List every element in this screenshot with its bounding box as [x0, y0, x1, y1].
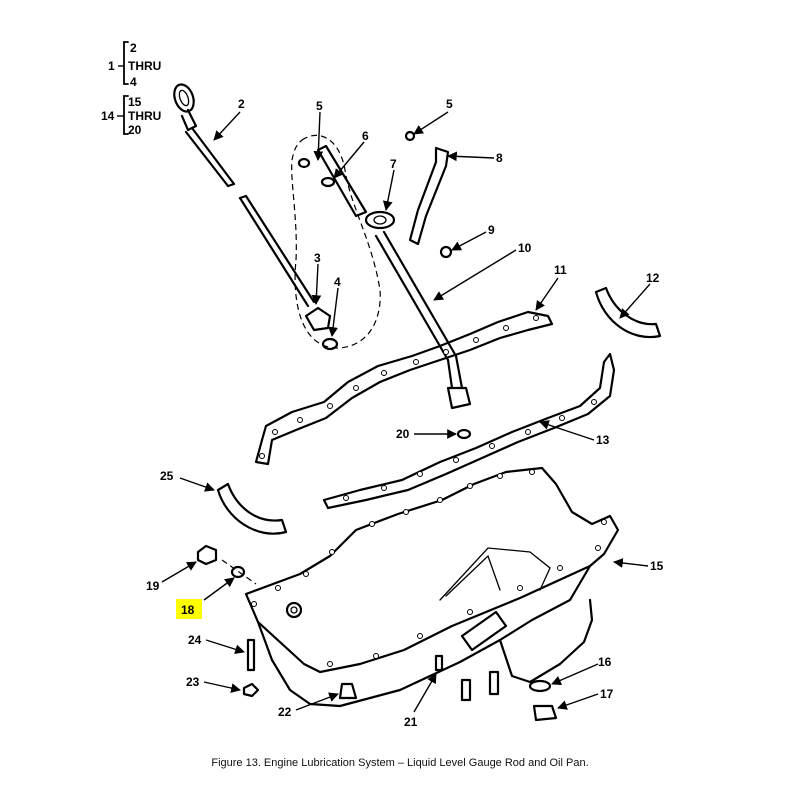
front-seal [216, 482, 288, 535]
callout-18-highlight [176, 599, 202, 619]
legend-group-2: 14 15 THRU 20 [101, 95, 161, 137]
callout-25: 25 [160, 469, 174, 483]
callout-6: 6 [362, 129, 369, 143]
pan-plug [532, 704, 558, 722]
figure-caption: Figure 13. Engine Lubrication System – L… [211, 757, 589, 769]
callout-16: 16 [598, 655, 612, 669]
callout-11: 11 [554, 263, 567, 277]
seal-parts [304, 306, 339, 351]
rear-main-seal [594, 286, 662, 339]
legend-1-to: 4 [130, 75, 137, 89]
pan-bolt-washer [338, 682, 358, 700]
callout-23: 23 [186, 675, 200, 689]
callout-21: 21 [404, 715, 418, 729]
callout-17: 17 [600, 687, 614, 701]
callout-19: 19 [146, 579, 160, 593]
callout-12: 12 [646, 271, 660, 285]
callout-4: 4 [334, 275, 341, 289]
callout-7: 7 [390, 157, 397, 171]
tube-clamp-assembly [297, 144, 396, 230]
callout-3: 3 [314, 251, 321, 265]
legend-1-from: 2 [130, 41, 137, 55]
legend-1-number: 1 [108, 59, 115, 73]
right-pan-gasket [322, 352, 616, 510]
legend-14-number: 14 [101, 109, 115, 123]
legend-group-1: 1 2 THRU 4 [108, 41, 161, 89]
dipstick-rod [173, 83, 316, 308]
callout-8: 8 [496, 151, 503, 165]
detail-outline [291, 134, 381, 349]
callout-20: 20 [396, 427, 410, 441]
drain-plug [196, 544, 218, 566]
stud [246, 638, 256, 672]
legend-14-from: 15 [128, 95, 142, 109]
gauge-tube [374, 230, 472, 410]
legend-1-thru: THRU [128, 59, 161, 73]
pan-bolt [434, 654, 444, 672]
callout-22: 22 [278, 705, 292, 719]
callout-9: 9 [488, 223, 495, 237]
callout-13: 13 [596, 433, 610, 447]
callout-5a: 5 [316, 99, 323, 113]
callout-5b: 5 [446, 97, 453, 111]
gauge-bracket [404, 130, 453, 259]
oil-pan [244, 466, 620, 708]
nut [242, 682, 260, 698]
callout-leaders [161, 111, 651, 713]
callout-18: 18 [181, 603, 195, 617]
left-pan-gasket [254, 310, 554, 466]
callout-2: 2 [238, 97, 245, 111]
drain-plug-gasket [230, 565, 246, 579]
pan-plug-gasket [528, 679, 552, 693]
callout-15: 15 [650, 559, 664, 573]
legend-14-to: 20 [128, 123, 142, 137]
callout-10: 10 [518, 241, 532, 255]
callout-24: 24 [188, 633, 202, 647]
legend-14-thru: THRU [128, 109, 161, 123]
callout-labels: 2 3 4 5 5 6 7 8 9 10 11 12 13 15 16 17 1… [146, 97, 664, 729]
grommet [456, 428, 472, 440]
